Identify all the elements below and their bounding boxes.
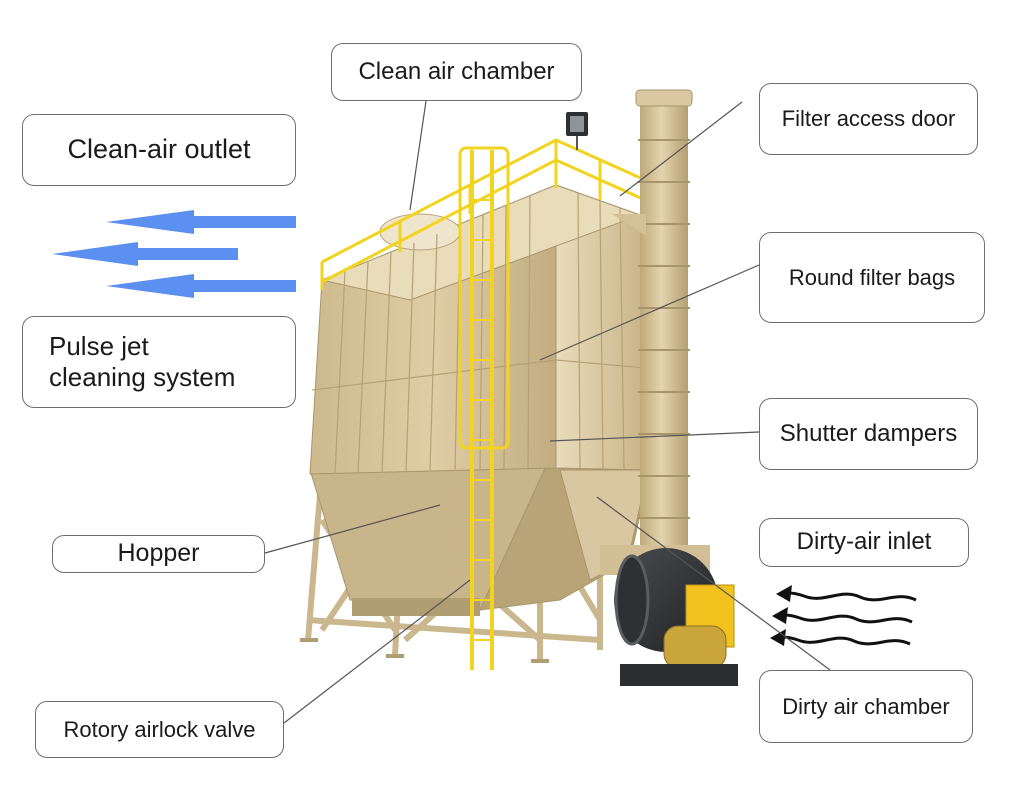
dirty-air-arrow-1 [781,591,917,602]
label-shutter-dampers: Shutter dampers [759,398,978,470]
label-clean-air-chamber: Clean air chamber [331,43,582,101]
floodlight [566,112,588,150]
label-text: Dirty-air inlet [796,528,932,556]
clean-air-arrow-3 [106,274,296,298]
clean-air-arrow-1 [106,210,296,234]
top-handrail [320,138,647,290]
filter-housing [309,184,649,475]
support-feet [300,638,549,663]
leader-rotary-airlock [283,579,471,724]
label-text: Hopper [117,539,200,568]
label-text-group: Pulse jet cleaning system [49,331,235,392]
exhaust-stack [612,89,693,548]
label-rotary-airlock-valve: Rotory airlock valve [35,701,284,758]
label-text: Filter access door [781,106,956,132]
leader-dirty-air-chamber [596,496,831,671]
dirty-air-arrowheads [770,585,792,646]
label-text: Shutter dampers [779,419,958,447]
label-dirty-air-chamber: Dirty air chamber [759,670,973,743]
label-text: Clean air chamber [358,57,555,85]
label-text: Round filter bags [788,264,956,290]
dirty-air-arrow-3 [775,635,911,646]
label-hopper: Hopper [52,535,265,573]
fan-assembly [600,545,738,686]
label-clean-air-outlet: Clean-air outlet [22,114,296,186]
label-text: Dirty air chamber [782,693,950,719]
label-text: Rotory airlock valve [63,716,256,742]
label-round-filter-bags: Round filter bags [759,232,985,323]
leader-clean-air-chamber [409,100,427,211]
label-dirty-air-inlet: Dirty-air inlet [759,518,969,567]
leader-lines [264,100,831,724]
label-text-line-1: Pulse jet [49,331,149,362]
leader-filter-access-door [619,101,743,197]
leader-shutter-dampers [549,431,760,442]
clean-air-arrow-2 [52,242,238,266]
hopper-body [309,461,651,616]
housing-ribs [311,192,646,475]
label-text-line-2: cleaning system [49,362,236,392]
label-text: Clean-air outlet [67,134,251,165]
label-filter-access-door: Filter access door [759,83,978,155]
dirty-air-arrow-2 [777,613,913,624]
leader-hopper [264,504,441,554]
leader-round-filter-bags [539,264,760,361]
label-pulse-jet-cleaning-system: Pulse jet cleaning system [22,316,296,408]
clean-air-arrows [52,210,296,298]
dirty-air-arrows [775,591,917,646]
caged-ladder [458,146,510,670]
